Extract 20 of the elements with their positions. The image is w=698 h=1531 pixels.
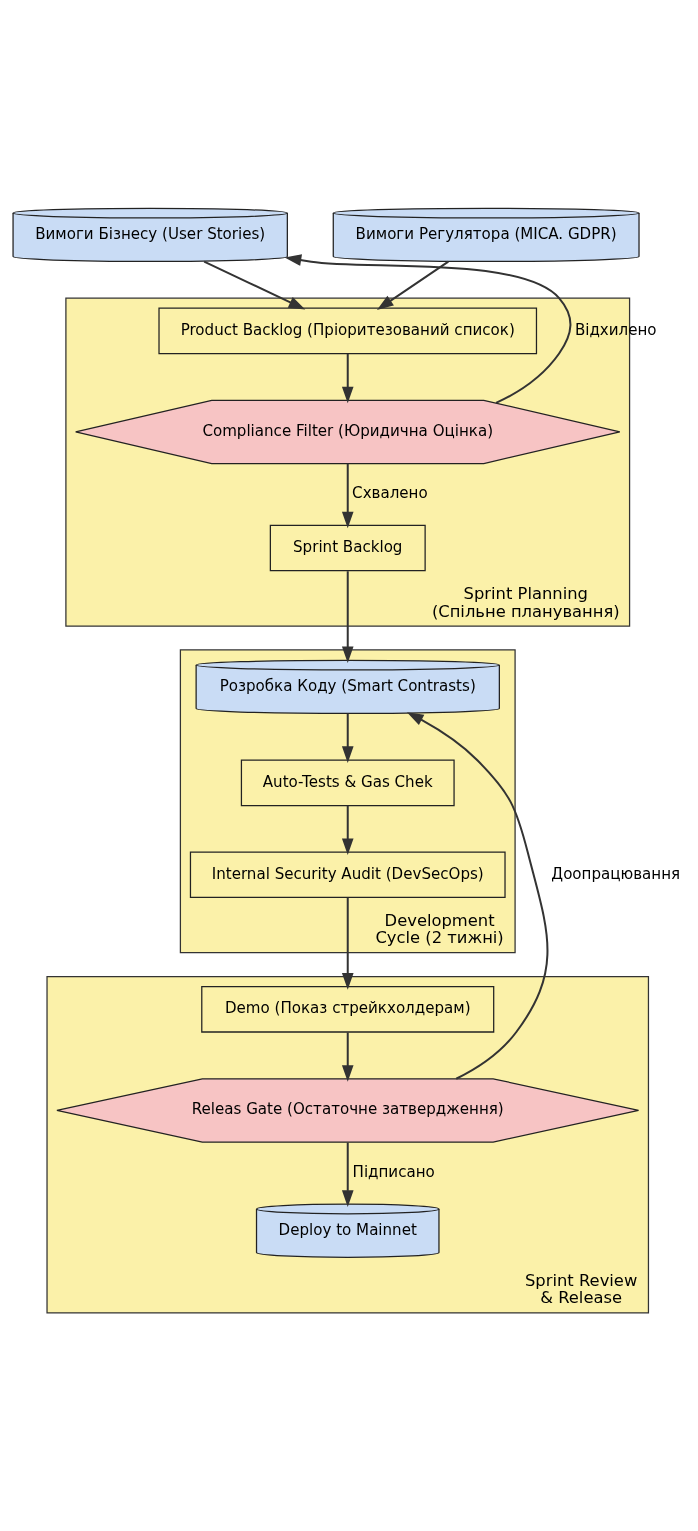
- arrow: [203, 260, 306, 310]
- arrow: [284, 254, 572, 404]
- arrow: [341, 1142, 354, 1207]
- node-box: Auto-Tests & Gas Chek: [240, 759, 455, 807]
- arrow: [341, 1032, 354, 1082]
- node-box: Sprint Backlog: [269, 524, 426, 572]
- arrow: [406, 712, 549, 1080]
- arrow: [341, 463, 354, 529]
- arrow: [341, 805, 354, 856]
- arrow: [341, 897, 354, 990]
- arrow: [376, 260, 449, 310]
- edge-label: Підписано: [352, 1162, 435, 1181]
- node-box: Internal Security Audit (DevSecOps): [189, 851, 506, 898]
- node-box: Demo (Показ стрейкхолдерам): [201, 986, 495, 1033]
- arrow: [341, 571, 354, 664]
- edge-label: Доопрацювання: [551, 864, 681, 883]
- edge-label: Схвалено: [352, 484, 428, 503]
- arrow: [341, 354, 354, 404]
- node-box: Product Backlog (Пріоритезований список): [158, 307, 538, 355]
- arrow: [341, 713, 354, 763]
